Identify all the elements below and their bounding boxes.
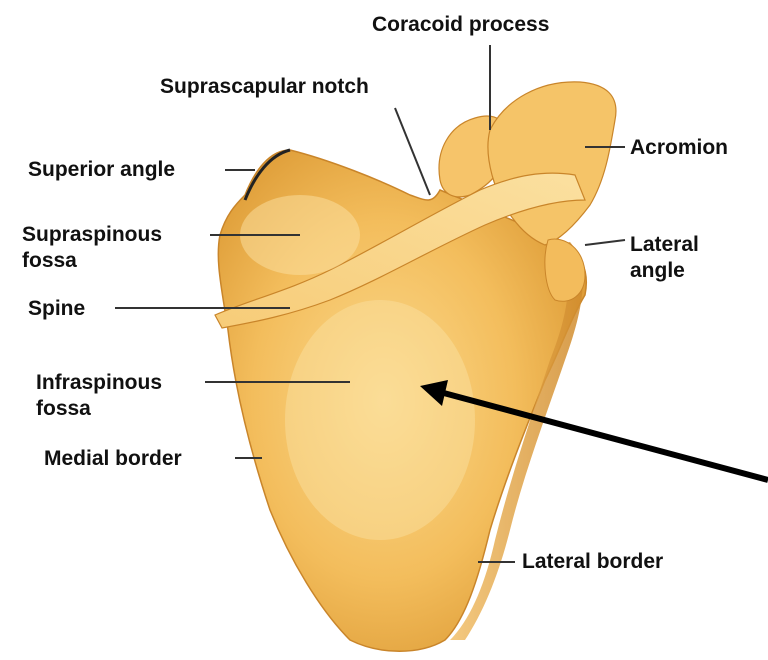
label-medial-border: Medial border bbox=[44, 446, 182, 472]
leader-lateral-angle bbox=[585, 240, 625, 245]
label-lateral-angle: Lateral angle bbox=[630, 232, 699, 284]
label-supraspinous-fossa: Supraspinous fossa bbox=[22, 222, 162, 274]
label-suprascapular-notch: Suprascapular notch bbox=[160, 74, 369, 100]
leader-suprascapular bbox=[395, 108, 430, 195]
label-infraspinous-fossa: Infraspinous fossa bbox=[36, 370, 162, 422]
label-spine: Spine bbox=[28, 296, 85, 322]
label-lateral-border: Lateral border bbox=[522, 549, 663, 575]
label-acromion: Acromion bbox=[630, 135, 728, 161]
label-superior-angle: Superior angle bbox=[28, 157, 175, 183]
infraspinous-highlight bbox=[285, 300, 475, 540]
lateral-angle-shape bbox=[545, 239, 585, 301]
label-coracoid-process: Coracoid process bbox=[372, 12, 549, 38]
